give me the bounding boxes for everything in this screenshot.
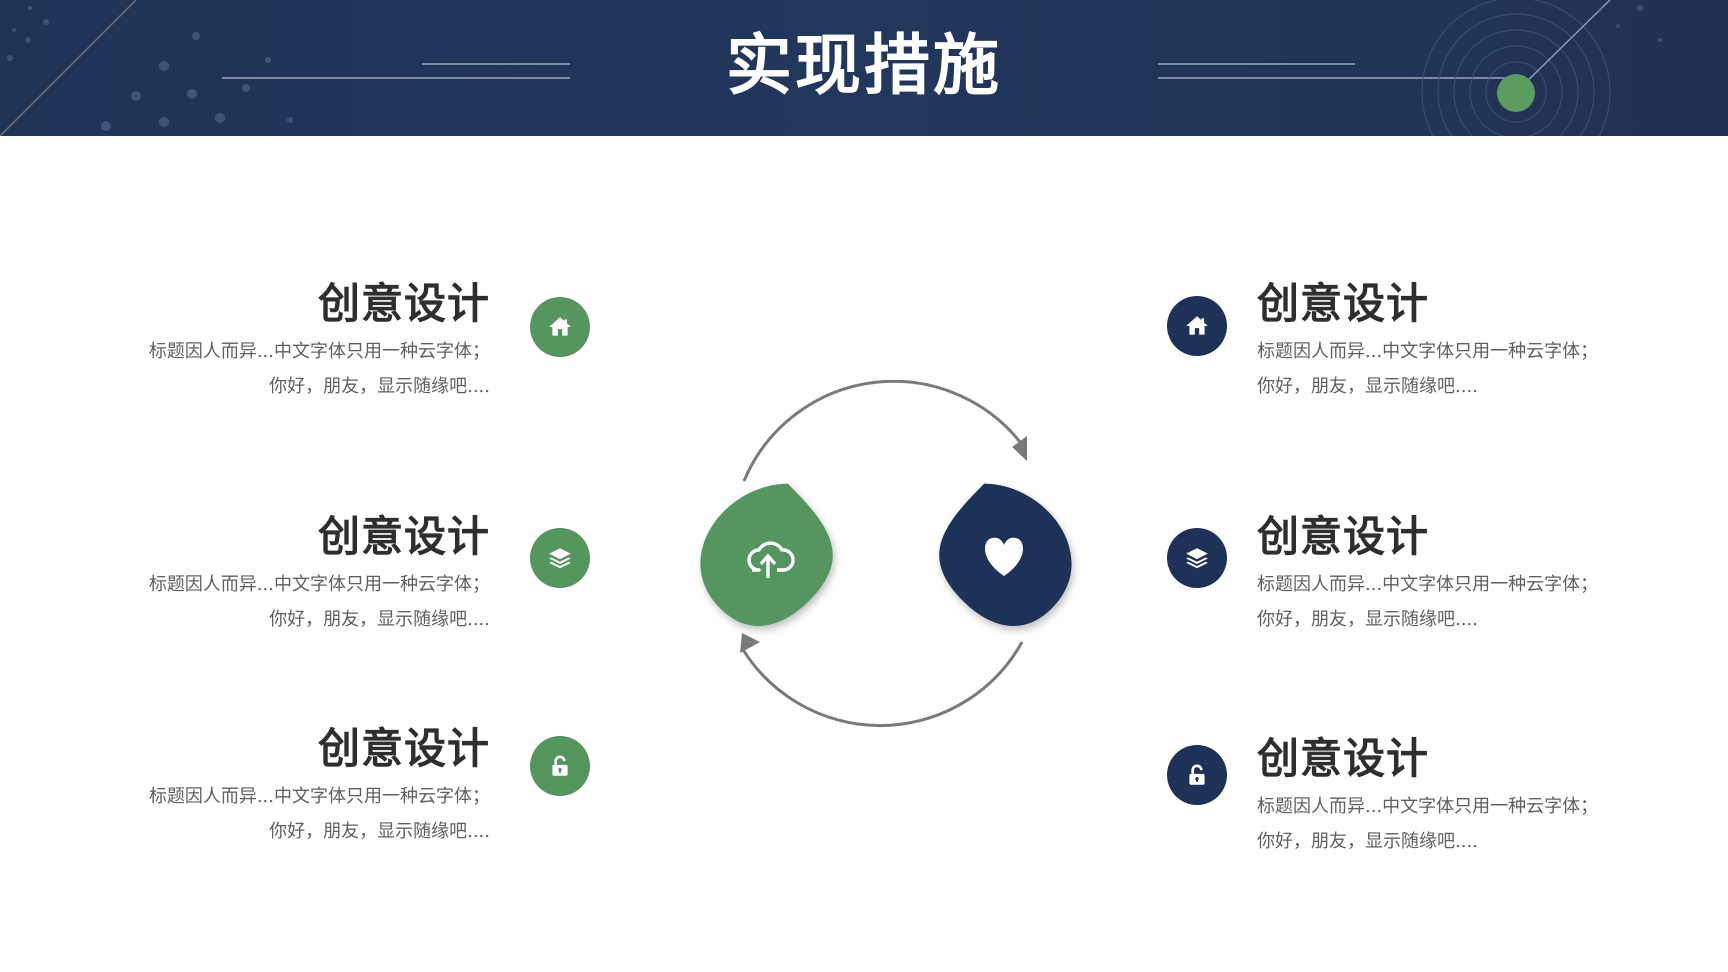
item-title: 创意设计 — [317, 512, 490, 561]
item-desc-line2: 你好，朋友，显示随缘吧.... — [269, 609, 490, 630]
item-desc-line1: 标题因人而异...中文字体只用一种云字体； — [148, 341, 490, 362]
page-title: 实现措施 — [726, 26, 1002, 104]
item-desc-line1: 标题因人而异...中文字体只用一种云字体； — [148, 574, 490, 595]
left-item-2-icon-badge — [530, 528, 590, 588]
layers-icon — [1186, 548, 1208, 569]
item-desc-line2: 你好，朋友，显示随缘吧.... — [1257, 831, 1478, 852]
right-item-2-icon-badge — [1167, 528, 1227, 588]
center-cycle-diagram — [700, 380, 1072, 728]
item-title: 创意设计 — [1257, 734, 1430, 783]
item-description: 标题因人而异...中文字体只用一种云字体； 你好，朋友，显示随缘吧.... — [149, 334, 490, 404]
header-decoration — [0, 0, 1662, 136]
header-banner: 实现措施 — [0, 0, 1728, 136]
item-desc-line2: 你好，朋友，显示随缘吧.... — [269, 821, 490, 842]
item-desc-line1: 标题因人而异...中文字体只用一种云字体； — [1257, 796, 1599, 817]
left-item-3: 创意设计 标题因人而异...中文字体只用一种云字体； 你好，朋友，显示随缘吧..… — [100, 715, 490, 855]
item-description: 标题因人而异...中文字体只用一种云字体； 你好，朋友，显示随缘吧.... — [1257, 789, 1598, 859]
item-title: 创意设计 — [317, 279, 490, 328]
header-green-dot — [1497, 74, 1535, 112]
item-desc-line1: 标题因人而异...中文字体只用一种云字体； — [1257, 574, 1599, 595]
right-item-3: 创意设计 标题因人而异...中文字体只用一种云字体； 你好，朋友，显示随缘吧..… — [1257, 725, 1637, 865]
right-item-2: 创意设计 标题因人而异...中文字体只用一种云字体； 你好，朋友，显示随缘吧..… — [1257, 503, 1637, 643]
right-item-3-icon-badge — [1167, 745, 1227, 805]
unlock-icon — [1189, 764, 1205, 785]
item-desc-line2: 你好，朋友，显示随缘吧.... — [269, 376, 490, 397]
home-icon — [1186, 316, 1208, 335]
left-green-drop — [700, 483, 833, 626]
left-item-3-icon-badge — [530, 736, 590, 796]
item-desc-line1: 标题因人而异...中文字体只用一种云字体； — [1257, 341, 1599, 362]
unlock-icon — [552, 755, 568, 776]
home-icon — [549, 317, 571, 336]
item-description: 标题因人而异...中文字体只用一种云字体； 你好，朋友，显示随缘吧.... — [1257, 567, 1598, 637]
heart-icon — [984, 537, 1024, 576]
left-item-2: 创意设计 标题因人而异...中文字体只用一种云字体； 你好，朋友，显示随缘吧..… — [100, 503, 490, 643]
top-arrowhead — [1012, 436, 1027, 461]
right-item-1-icon-badge — [1167, 296, 1227, 356]
item-description: 标题因人而异...中文字体只用一种云字体； 你好，朋友，显示随缘吧.... — [149, 567, 490, 637]
item-description: 标题因人而异...中文字体只用一种云字体； 你好，朋友，显示随缘吧.... — [149, 779, 490, 849]
item-desc-line1: 标题因人而异...中文字体只用一种云字体； — [148, 786, 490, 807]
layers-icon — [549, 548, 571, 569]
item-description: 标题因人而异...中文字体只用一种云字体； 你好，朋友，显示随缘吧.... — [1257, 334, 1598, 404]
cloud-upload-icon — [747, 541, 795, 578]
item-title: 创意设计 — [1257, 279, 1430, 328]
item-title: 创意设计 — [1257, 512, 1430, 561]
left-item-1: 创意设计 标题因人而异...中文字体只用一种云字体； 你好，朋友，显示随缘吧..… — [100, 270, 490, 410]
item-desc-line2: 你好，朋友，显示随缘吧.... — [1257, 376, 1478, 397]
item-title: 创意设计 — [317, 724, 490, 773]
bottom-arrowhead — [740, 633, 760, 653]
left-item-1-icon-badge — [530, 297, 590, 357]
bottom-cycle-arrow — [740, 641, 1024, 728]
top-cycle-arrow — [742, 380, 1028, 482]
right-item-1: 创意设计 标题因人而异...中文字体只用一种云字体； 你好，朋友，显示随缘吧..… — [1257, 270, 1637, 410]
item-desc-line2: 你好，朋友，显示随缘吧.... — [1257, 609, 1478, 630]
